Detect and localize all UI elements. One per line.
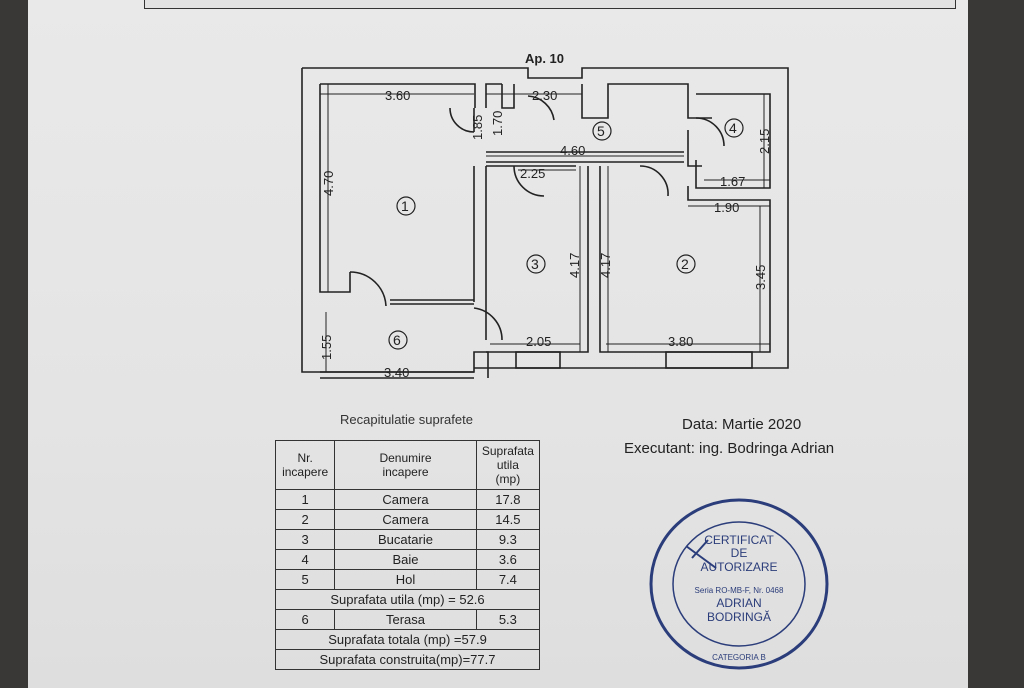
stamp-line2: DE (731, 546, 748, 560)
cell-name: Terasa (334, 609, 477, 630)
cell-nr: 1 (274, 489, 336, 510)
dim-room1-height: 4.70 (321, 171, 336, 196)
dim-room2-width: 3.80 (668, 334, 693, 349)
table-row: 3 Bucatarie 9.3 (274, 529, 541, 550)
built-row: Suprafata construita(mp)=77.7 (275, 649, 540, 670)
dim-kitchen-width: 2.05 (526, 334, 551, 349)
door-kitchen (473, 307, 503, 341)
table-row: 4 Baie 3.6 (274, 549, 541, 570)
room-number-2: 2 (681, 256, 689, 272)
door-terrace (349, 271, 387, 307)
dim-room1-width: 3.60 (385, 88, 410, 103)
cell-name: Camera (334, 509, 477, 530)
hall-wall (485, 83, 502, 108)
dim-bath-height: 2.15 (757, 129, 772, 154)
stamp-line6: BODRINGĂ (707, 609, 771, 624)
total-useful-row: Suprafata utila (mp) = 52.6 (275, 589, 540, 610)
room1-top-wall (320, 83, 476, 108)
stamp-line3: AUTORIZARE (700, 560, 777, 574)
room-circle-5 (592, 121, 612, 141)
room-number-3: 3 (531, 256, 539, 272)
dim-hall-left-a: 1.85 (470, 115, 485, 140)
authorization-stamp: CERTIFICAT DE AUTORIZARE Seria RO-MB-F, … (649, 498, 829, 670)
door-entrance (527, 95, 555, 121)
cell-nr: 6 (274, 609, 336, 630)
header-table-fragment (144, 0, 956, 9)
outer-wall-right (302, 67, 789, 369)
dim-kitchen-height: 4.17 (567, 253, 582, 278)
dim-room2-left: 4.17 (598, 253, 613, 278)
dim-hall-left-b: 1.70 (490, 111, 505, 136)
dim-room2-height: 3.45 (753, 265, 768, 290)
stamp-line5: ADRIAN (716, 596, 761, 610)
header-useful-area: Suprafata utila (mp) (475, 440, 541, 490)
built-area: Suprafata construita(mp)=77.7 (275, 649, 540, 670)
room-circle-6 (388, 330, 408, 350)
kitchen-window (515, 351, 561, 369)
stamp-signature (685, 539, 717, 569)
room2-window (665, 351, 753, 369)
recap-title: Recapitulatie suprafete (340, 412, 473, 427)
stamp-inner-ring (672, 521, 806, 647)
dim-room2-top: 1.90 (714, 200, 739, 215)
stamp-outer-ring (649, 498, 829, 670)
stamp-line1: CERTIFICAT (704, 533, 774, 547)
table-row: 2 Camera 14.5 (274, 509, 541, 530)
door-room1 (449, 107, 475, 133)
cell-nr: 3 (274, 529, 336, 550)
total-area: Suprafata totala (mp) =57.9 (275, 629, 540, 650)
room-number-5: 5 (597, 123, 605, 139)
cell-name: Bucatarie (334, 529, 477, 550)
table-row: 6 Terasa 5.3 (274, 609, 541, 630)
dim-bath-width: 1.67 (720, 174, 745, 189)
floor-plan: 1 2 3 4 5 6 Ap. 10 3.60 4.70 2.30 1.85 (301, 51, 789, 380)
room-number-1: 1 (401, 198, 409, 214)
header-room-number: Nr. incapere (274, 440, 336, 490)
executant-label: Executant: ing. Bodringa Adrian (624, 440, 835, 457)
outer-wall-left (301, 68, 489, 378)
cell-name: Hol (334, 569, 477, 590)
cell-name: Camera (334, 489, 477, 510)
dim-terrace-height: 1.55 (319, 335, 334, 360)
cell-area: 9.3 (475, 529, 541, 550)
cell-name: Baie (334, 549, 477, 570)
stamp-category: CATEGORIA B (712, 653, 766, 662)
cell-area: 5.3 (475, 609, 541, 630)
door-kitchen-hall (513, 165, 545, 197)
table-header-row: Nr. incapere Denumire incapere Suprafata… (274, 440, 541, 490)
table-row: 1 Camera 17.8 (274, 489, 541, 510)
header-room-name: Denumire incapere (334, 440, 477, 490)
cell-nr: 5 (274, 569, 336, 590)
room-circle-1 (396, 196, 416, 216)
surface-recap-table: Nr. incapere Denumire incapere Suprafata… (274, 440, 541, 670)
dim-hall-top: 2.30 (532, 88, 557, 103)
dim-hall-length: 4.60 (560, 143, 585, 158)
cell-area: 14.5 (475, 509, 541, 530)
date-label: Data: Martie 2020 (682, 416, 802, 433)
room-circle-4 (724, 118, 744, 138)
apartment-label: Ap. 10 (525, 51, 564, 66)
dim-terrace-width: 3.40 (384, 365, 409, 380)
room-number-6: 6 (393, 332, 401, 348)
total-row: Suprafata totala (mp) =57.9 (275, 629, 540, 650)
cell-area: 17.8 (475, 489, 541, 510)
room-number-4: 4 (729, 120, 737, 136)
dim-kitchen-door: 2.25 (520, 166, 545, 181)
cell-nr: 2 (274, 509, 336, 530)
document-sheet: 1 2 3 4 5 6 Ap. 10 3.60 4.70 2.30 1.85 (28, 0, 968, 688)
door-bath (695, 117, 725, 147)
room-circle-2 (676, 254, 696, 274)
cell-area: 7.4 (475, 569, 541, 590)
cell-nr: 4 (274, 549, 336, 570)
stamp-line4: Seria RO-MB-F, Nr. 0468 (695, 586, 784, 595)
room-circle-3 (526, 254, 546, 274)
room1-wall (319, 84, 351, 293)
table-row: 5 Hol 7.4 (274, 569, 541, 590)
total-useful: Suprafata utila (mp) = 52.6 (275, 589, 540, 610)
cell-area: 3.6 (475, 549, 541, 570)
door-room2 (639, 165, 669, 197)
